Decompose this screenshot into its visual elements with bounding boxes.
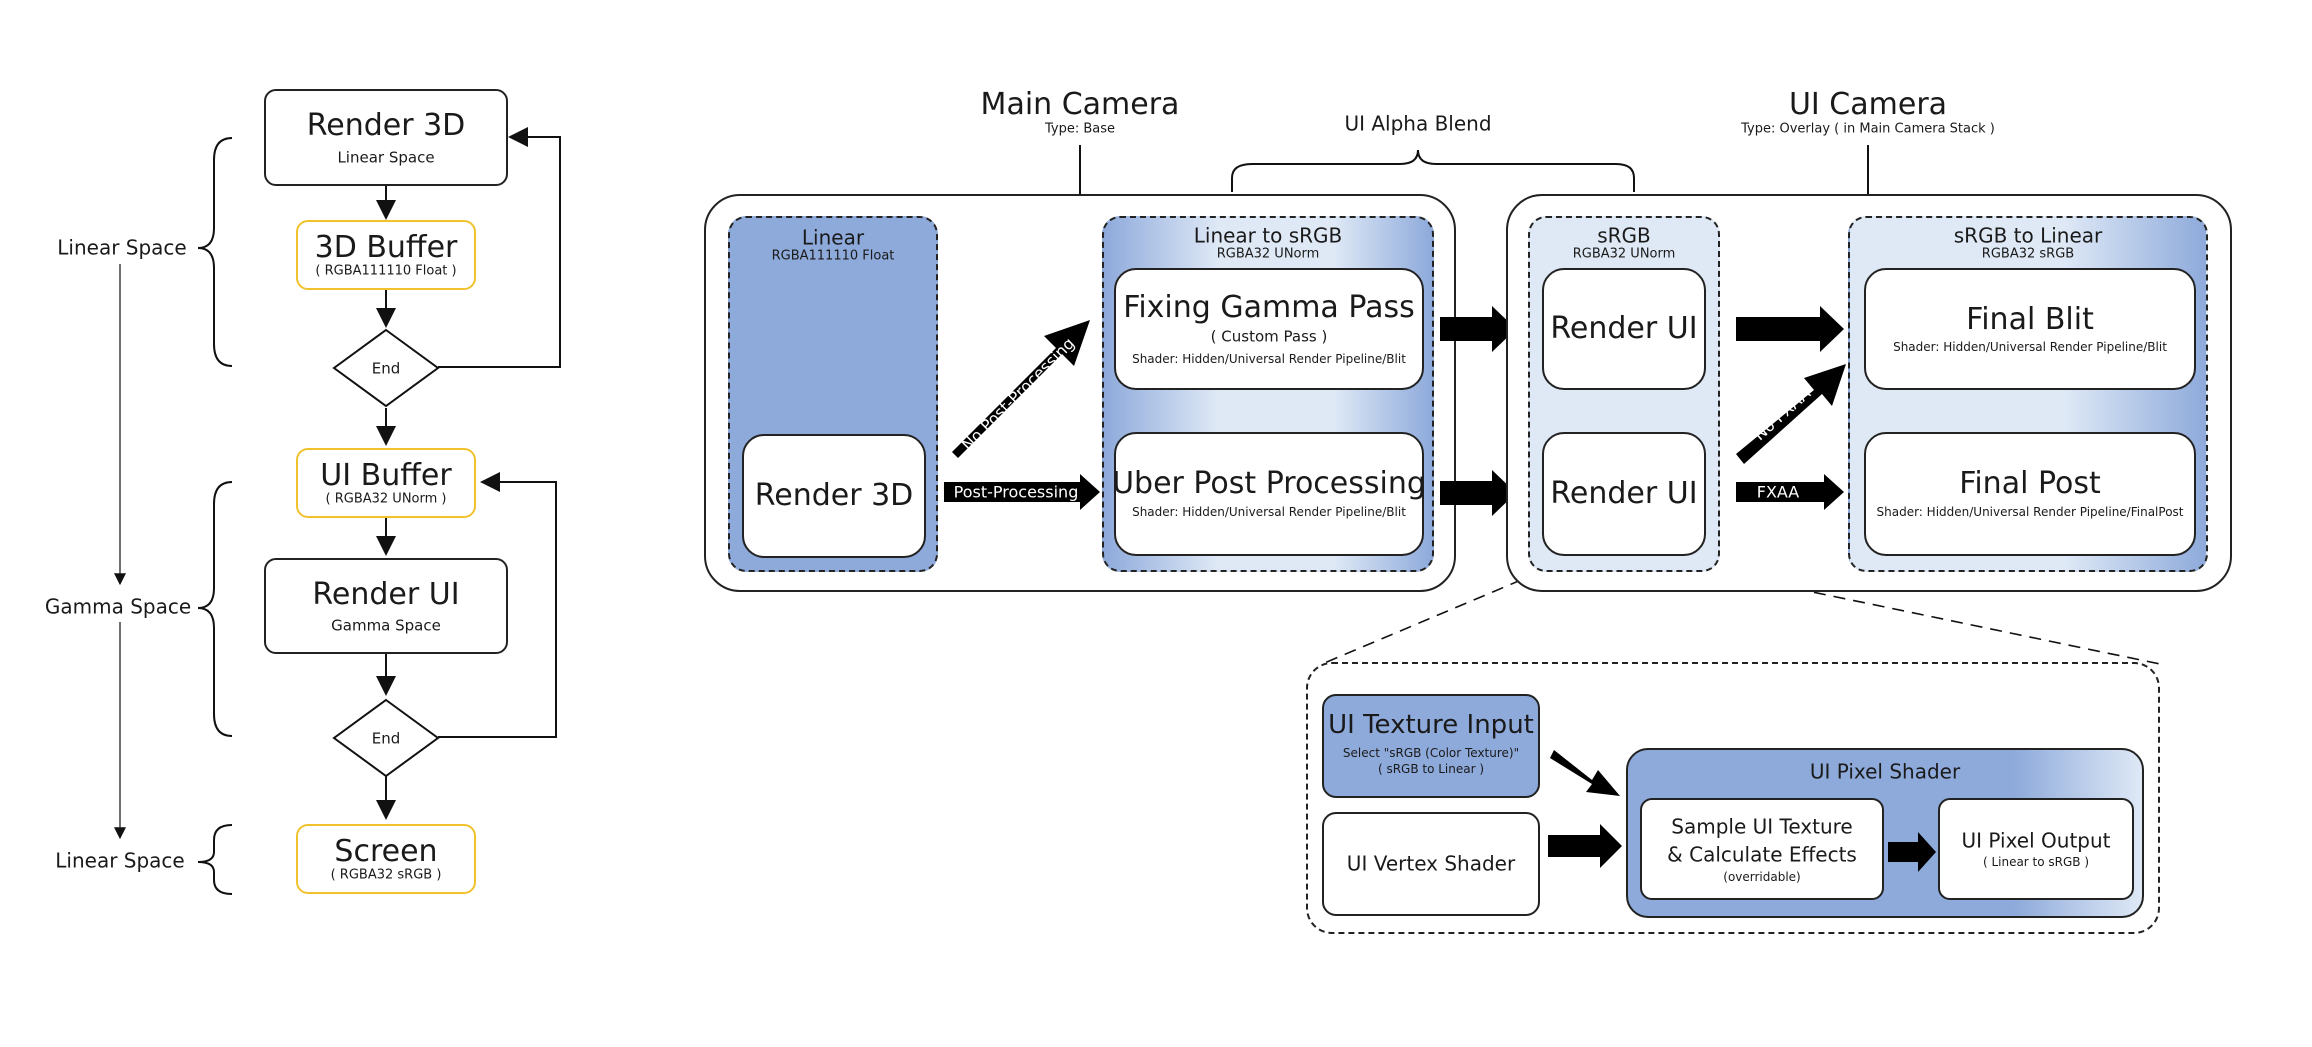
render-ui-node: Render UI Gamma Space [264,558,508,654]
s2l-group-format: RGBA32 sRGB [1981,246,2075,262]
zoom-lines [1321,571,2161,665]
ui-texture-input-line1: Select "sRGB (Color Texture)" [1342,746,1520,761]
ui-buffer-title: UI Buffer [320,458,452,494]
end-label-2: End [371,729,401,748]
render-ui-bottom-label: Render UI [1550,475,1698,511]
uber-shader: Shader: Hidden/Universal Render Pipeline… [1132,505,1406,520]
post-processing-label: Post-Processing [953,482,1079,502]
ui-vertex-shader-label: UI Vertex Shader [1346,851,1516,876]
ui-texture-input: UI Texture Input Select "sRGB (Color Tex… [1322,694,1540,798]
uber-to-render-ui-arrow [1440,470,1516,516]
render-ui-sub: Gamma Space [331,616,441,635]
l2s-group-format: RGBA32 UNorm [1216,246,1320,262]
no-post-processing-arrow [952,320,1090,458]
linear-group-format: RGBA111110 Float [771,248,895,264]
ui-texture-input-line2: ( sRGB to Linear ) [1377,762,1485,777]
render-ui-pass-bottom: Render UI [1542,432,1706,556]
buffer-3d-title: 3D Buffer [314,230,458,266]
render-ui-top-label: Render UI [1550,310,1698,346]
final-post-pass: Final Post Shader: Hidden/Universal Rend… [1864,432,2196,556]
ui-camera-title: UI Camera [1788,86,1948,122]
fixing-gamma-title: Fixing Gamma Pass [1123,289,1415,325]
fixing-to-render-ui-arrow [1440,306,1516,352]
render-3d-sub: Linear Space [337,148,435,167]
space-label-linear-top: Linear Space [57,235,187,260]
screen-sub: ( RGBA32 sRGB ) [330,867,442,883]
texture-to-pixel-arrow [1550,750,1620,796]
render-3d-node: Render 3D Linear Space [264,89,508,186]
linear-group: Linear RGBA111110 Float Render 3D [728,216,938,572]
ui-pixel-output: UI Pixel Output ( Linear to sRGB ) [1938,798,2134,900]
uber-post-processing: Uber Post Processing Shader: Hidden/Univ… [1112,432,1426,556]
sample-ui-texture: Sample UI Texture & Calculate Effects (o… [1640,798,1884,900]
uber-title: Uber Post Processing [1112,466,1426,502]
buffer-3d-node: 3D Buffer ( RGBA111110 Float ) [296,220,476,290]
fixing-gamma-shader: Shader: Hidden/Universal Render Pipeline… [1132,351,1406,366]
flowchart-connectors [114,127,561,840]
ui-pixel-output-title: UI Pixel Output [1961,828,2111,853]
render-ui-to-final-blit-arrow [1736,306,1844,352]
srgb-group-format: RGBA32 UNorm [1572,246,1676,262]
ui-buffer-node: UI Buffer ( RGBA32 UNorm ) [296,448,476,518]
space-label-gamma: Gamma Space [44,594,192,619]
ui-texture-input-title: UI Texture Input [1328,710,1534,741]
final-blit-shader: Shader: Hidden/Universal Render Pipeline… [1893,339,2167,354]
ui-pixel-shader: UI Pixel Shader Sample UI Texture & Calc… [1626,748,2144,918]
post-processing-arrow [944,474,1100,510]
ui-alpha-blend-label: UI Alpha Blend [1344,111,1492,136]
main-camera-type: Type: Base [1044,121,1116,137]
end-diamond-1 [332,328,440,408]
end-label-1: End [371,359,401,378]
sample-line2: & Calculate Effects [1667,842,1857,867]
final-post-shader: Shader: Hidden/Universal Render Pipeline… [1876,505,2184,520]
ui-vertex-shader: UI Vertex Shader [1322,812,1540,916]
sample-line1: Sample UI Texture [1671,814,1853,839]
final-post-title: Final Post [1959,466,2101,502]
space-braces [197,137,233,895]
vertex-to-pixel-arrow [1548,824,1622,868]
render-3d-pass: Render 3D [742,434,926,558]
screen-node: Screen ( RGBA32 sRGB ) [296,824,476,894]
fxaa-label: FXAA [1756,482,1800,502]
fxaa-arrow [1736,474,1844,510]
sample-to-output-arrow [1888,832,1936,872]
l2s-group-title: Linear to sRGB [1193,223,1343,248]
camera-stems [1079,145,1869,196]
linear-group-title: Linear [801,225,865,250]
srgb-group-title: sRGB [1597,223,1651,248]
ui-camera-type: Type: Overlay ( in Main Camera Stack ) [1741,121,1995,137]
fixing-gamma-pass: Fixing Gamma Pass ( Custom Pass ) Shader… [1114,268,1424,390]
sample-sub: (overridable) [1723,870,1801,885]
no-fxaa-arrow [1736,364,1846,464]
buffer-3d-sub: ( RGBA111110 Float ) [315,263,457,279]
ui-pixel-shader-title: UI Pixel Shader [1809,759,1961,784]
main-camera-title: Main Camera [980,86,1180,122]
final-blit-title: Final Blit [1966,301,2094,337]
render-3d-title: Render 3D [306,108,466,144]
space-label-linear-bottom: Linear Space [55,848,185,873]
s2l-group-title: sRGB to Linear [1953,223,2103,248]
render-3d-pass-label: Render 3D [754,477,914,513]
render-ui-title: Render UI [312,576,460,612]
srgb-group: sRGB RGBA32 UNorm Render UI Render UI [1528,216,1720,572]
linear-to-srgb-group: Linear to sRGB RGBA32 UNorm Fixing Gamma… [1102,216,1434,572]
ui-pixel-output-sub: ( Linear to sRGB ) [1982,854,2090,869]
ui-shader-detail-frame [1306,662,2160,934]
srgb-to-linear-group: sRGB to Linear RGBA32 sRGB Final Blit Sh… [1848,216,2208,572]
ui-buffer-sub: ( RGBA32 UNorm ) [325,491,447,507]
final-blit-pass: Final Blit Shader: Hidden/Universal Rend… [1864,268,2196,390]
render-ui-pass-top: Render UI [1542,268,1706,390]
end-diamond-2 [332,698,440,778]
screen-title: Screen [334,834,438,870]
fixing-gamma-sub: ( Custom Pass ) [1210,327,1328,346]
